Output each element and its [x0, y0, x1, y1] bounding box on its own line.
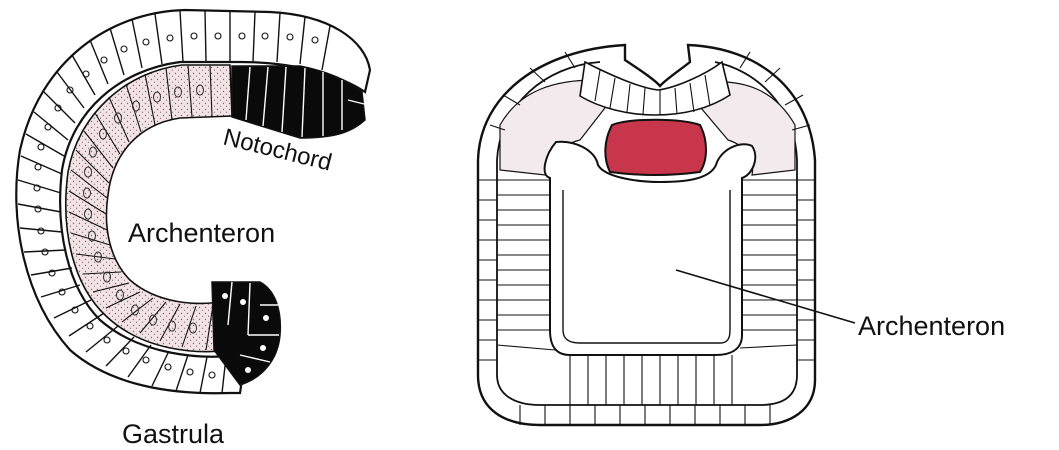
notochord-red [605, 120, 706, 175]
gastrula-figure [16, 10, 370, 393]
archenteron-right-label: Archenteron [858, 311, 1005, 341]
archenteron-left-label: Archenteron [128, 218, 275, 248]
neurula-figure [478, 45, 855, 425]
gastrula-label: Gastrula [122, 419, 225, 449]
